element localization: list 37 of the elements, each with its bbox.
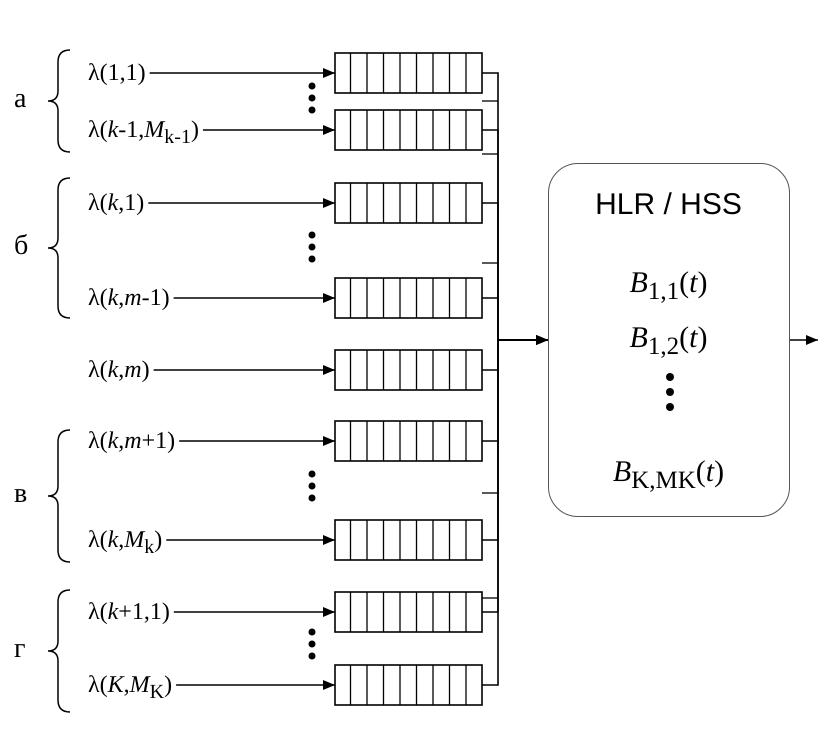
arrow <box>176 680 335 690</box>
arrow <box>179 436 335 446</box>
group-letter: в <box>14 478 28 510</box>
queue-buffer <box>334 591 483 633</box>
group-letter: г <box>14 633 26 665</box>
formula-label: B$_{1,2}$(t) <box>628 321 708 362</box>
arrow <box>154 365 335 375</box>
arrival-rate-label: λ(k,M$_{k}$) <box>88 526 162 561</box>
queue-buffer <box>334 349 483 391</box>
queue-buffer <box>334 664 483 706</box>
arrival-rate-label: λ(1,1) <box>88 59 146 87</box>
arrow <box>174 293 335 303</box>
arrival-rate-label: λ(k-1,M$_{k-1}$) <box>88 116 199 151</box>
queue-buffer <box>334 277 483 319</box>
group-letter: б <box>14 230 28 262</box>
arrival-rate-label: λ(k,1) <box>88 189 144 217</box>
arrow <box>166 535 335 545</box>
queue-buffer <box>334 109 483 151</box>
queue-buffer <box>334 519 483 561</box>
arrow <box>174 607 335 617</box>
arrival-rate-label: λ(k,m+1) <box>88 427 176 455</box>
arrow <box>202 125 335 135</box>
group-letter: а <box>14 83 26 115</box>
queue-buffer <box>334 182 483 224</box>
queue-buffer <box>334 420 483 462</box>
arrow <box>150 68 335 78</box>
arrival-rate-label: λ(K,M$_{K}$) <box>88 671 172 706</box>
formula-label: B$_{K,M}$$_{K}$(t) <box>612 455 726 496</box>
arrival-rate-label: λ(k+1,1) <box>88 598 170 626</box>
box-title: HLR / HSS <box>594 188 743 222</box>
queue-buffer <box>334 52 483 94</box>
arrival-rate-label: λ(k,m) <box>88 356 150 384</box>
process-box <box>548 163 790 517</box>
arrival-rate-label: λ(k,m-1) <box>88 284 170 312</box>
arrow <box>790 335 818 345</box>
arrow <box>148 198 335 208</box>
formula-label: B$_{1,1}$(t) <box>628 266 708 307</box>
